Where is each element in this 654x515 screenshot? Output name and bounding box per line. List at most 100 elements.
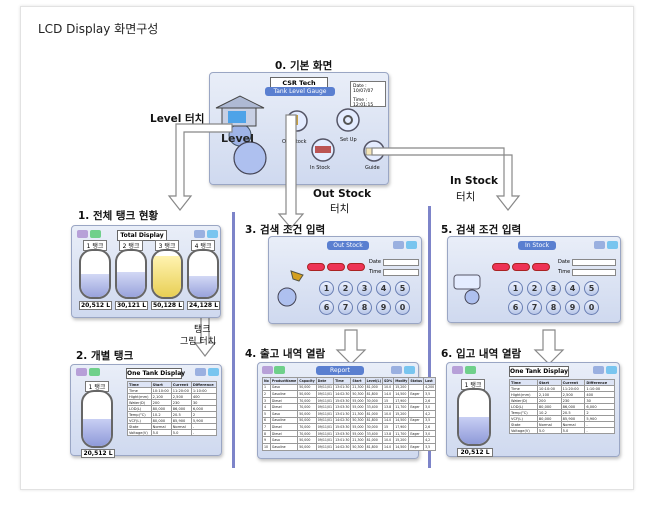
table-cell: Voltage(V) [509,427,538,434]
tank-3-graphic[interactable] [151,249,183,299]
tank-graphic[interactable] [81,390,113,448]
next-icon[interactable] [593,366,604,374]
table-cell: 55,000 [350,423,366,431]
tank-volume: 20,512 L [457,448,493,457]
numpad-key[interactable]: 1 [319,281,334,296]
numpad-key[interactable]: 5 [584,281,599,296]
table-cell: 09/11/01 [315,390,335,398]
menu-icon[interactable] [76,368,87,376]
out-fuel-option-3[interactable] [347,263,365,271]
out-date-input[interactable] [383,259,419,266]
numpad-key[interactable]: 9 [376,300,391,315]
numpad-key[interactable]: 0 [584,300,599,315]
numpad-key[interactable]: 8 [357,300,372,315]
step5-label: 5. 검색 조건 입력 [441,224,522,236]
out-fuel-option-1[interactable] [307,263,325,271]
numpad-key[interactable]: 8 [546,300,561,315]
numpad-key[interactable]: 7 [338,300,353,315]
table-cell: Gaso [269,383,299,392]
back-icon[interactable] [90,230,101,238]
next-icon[interactable] [594,241,605,249]
numpad-key[interactable]: 3 [546,281,561,296]
in-fuel-option-3[interactable] [532,263,550,271]
tank-4-graphic[interactable] [187,249,219,299]
next-icon[interactable] [194,230,205,238]
table-cell: 81,000 [364,436,384,444]
menu-icon[interactable] [77,230,88,238]
table-cell [408,436,425,444]
numpad-key[interactable]: 4 [376,281,391,296]
table-cell: 09/11/01 [315,403,335,411]
home-icon[interactable] [607,241,618,249]
out-stock-touch-label: Out Stock [313,188,372,200]
table-cell: 14,500 [393,416,410,425]
in-fuel-option-2[interactable] [512,263,530,271]
numpad-key[interactable]: 9 [565,300,580,315]
table-cell: 15:03:30 [333,396,352,405]
set-up-icon[interactable] [333,107,363,137]
table-cell: 09/11/01 [315,423,335,431]
table-cell: Start [350,377,366,385]
in-fuel-option-1[interactable] [492,263,510,271]
back-icon[interactable] [274,366,285,374]
table-cell: 50,300 [350,442,366,451]
level-touch-label: Level 터치 [150,113,205,125]
tank-graphic[interactable] [457,388,491,446]
home-icon[interactable] [208,368,219,376]
back-icon[interactable] [89,368,100,376]
step3-label: 3. 검색 조건 입력 [245,224,326,236]
table-cell: 10 [262,442,271,451]
numpad-key[interactable]: 5 [395,281,410,296]
tank-1-graphic[interactable] [79,249,111,299]
one-tank-header: One Tank Display [126,368,185,379]
numpad-key[interactable]: 7 [527,300,542,315]
numpad-key[interactable]: 2 [527,281,542,296]
table-cell: Eager [408,442,425,451]
table-cell: 3 [262,396,271,405]
in-time-input[interactable] [572,269,616,276]
table-cell: 6 [262,416,271,425]
numpad-key[interactable]: 0 [395,300,410,315]
in-stock-touch-label: In Stock [450,175,499,187]
table-cell: 13:03:30 [333,403,352,411]
table-cell: 13:03:30 [333,429,352,438]
home-icon[interactable] [406,241,417,249]
menu-icon[interactable] [262,366,273,374]
numpad-key[interactable]: 2 [338,281,353,296]
next-icon[interactable] [391,366,402,374]
in-stock-icon[interactable] [308,137,338,165]
home-icon[interactable] [606,366,617,374]
numpad-key[interactable]: 6 [508,300,523,315]
out-time-input[interactable] [383,269,419,276]
table-cell: 13:01:30 [333,383,352,392]
table-cell: SD% [382,377,395,385]
home-icon[interactable] [207,230,218,238]
table-cell: 5 [262,409,271,418]
table-cell: 15 [382,396,395,405]
numpad-key[interactable]: 6 [319,300,334,315]
table-cell: Eager [408,416,425,425]
table-cell: Diesel [269,423,299,431]
numpad-key[interactable]: 4 [565,281,580,296]
menu-icon[interactable] [452,366,463,374]
numpad-key[interactable]: 1 [508,281,523,296]
out-fuel-option-2[interactable] [327,263,345,271]
next-icon[interactable] [393,241,404,249]
home-icon[interactable] [404,366,415,374]
in-report-header: One Tank Display [509,366,569,377]
table-cell: Time [333,377,352,385]
back-icon[interactable] [465,366,476,374]
table-cell: 13:01:30 [333,409,352,418]
numpad-key[interactable]: 3 [357,281,372,296]
tank-2-graphic[interactable] [115,249,147,299]
table-cell: 13.8 [382,403,395,411]
tank-volume: 20,512 L [81,449,115,458]
in-date-input[interactable] [572,259,616,266]
table-cell: 17,900 [393,396,410,405]
next-icon[interactable] [195,368,206,376]
table-cell: 81,800 [364,390,384,398]
table-cell: 3,0 [423,403,437,411]
